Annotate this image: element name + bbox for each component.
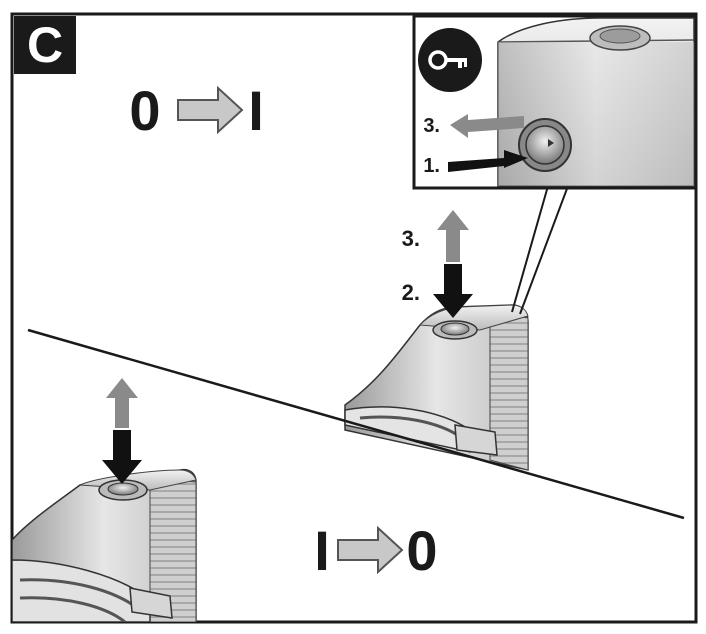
state-to-label: I [248,79,264,142]
state-change-off: I 0 [314,519,437,582]
inset-step-label: 3. [423,115,440,137]
state-change-on: 0 I [129,79,263,142]
pull-arrow-icon [450,114,524,138]
callout-line [511,185,549,313]
panel-letter: C [27,17,63,73]
inset-detail: 3. 1. [412,14,698,190]
arrows-bottom-left [102,378,142,484]
state-to-label: 0 [406,519,437,582]
arrow-up-icon [106,378,138,428]
arrow-up-icon [437,210,469,262]
device-top-right [344,304,529,471]
panel-letter-badge [14,16,76,74]
state-from-label: 0 [129,79,160,142]
key-glyph [428,50,467,70]
step-label: 3. [402,226,420,251]
arrow-down-icon [102,430,142,484]
arrows-top-right: 3. 2. [402,210,473,318]
push-arrow-icon [448,150,528,172]
device-bottom-left [12,468,197,622]
section-divider [27,328,685,520]
arrow-down-icon [433,264,473,318]
state-arrow-right-icon [337,525,404,575]
inset-step-label: 1. [423,155,440,177]
callout-line [519,185,569,315]
state-from-label: I [314,519,330,582]
state-arrow-right-icon [177,85,244,135]
step-label: 2. [402,280,420,305]
